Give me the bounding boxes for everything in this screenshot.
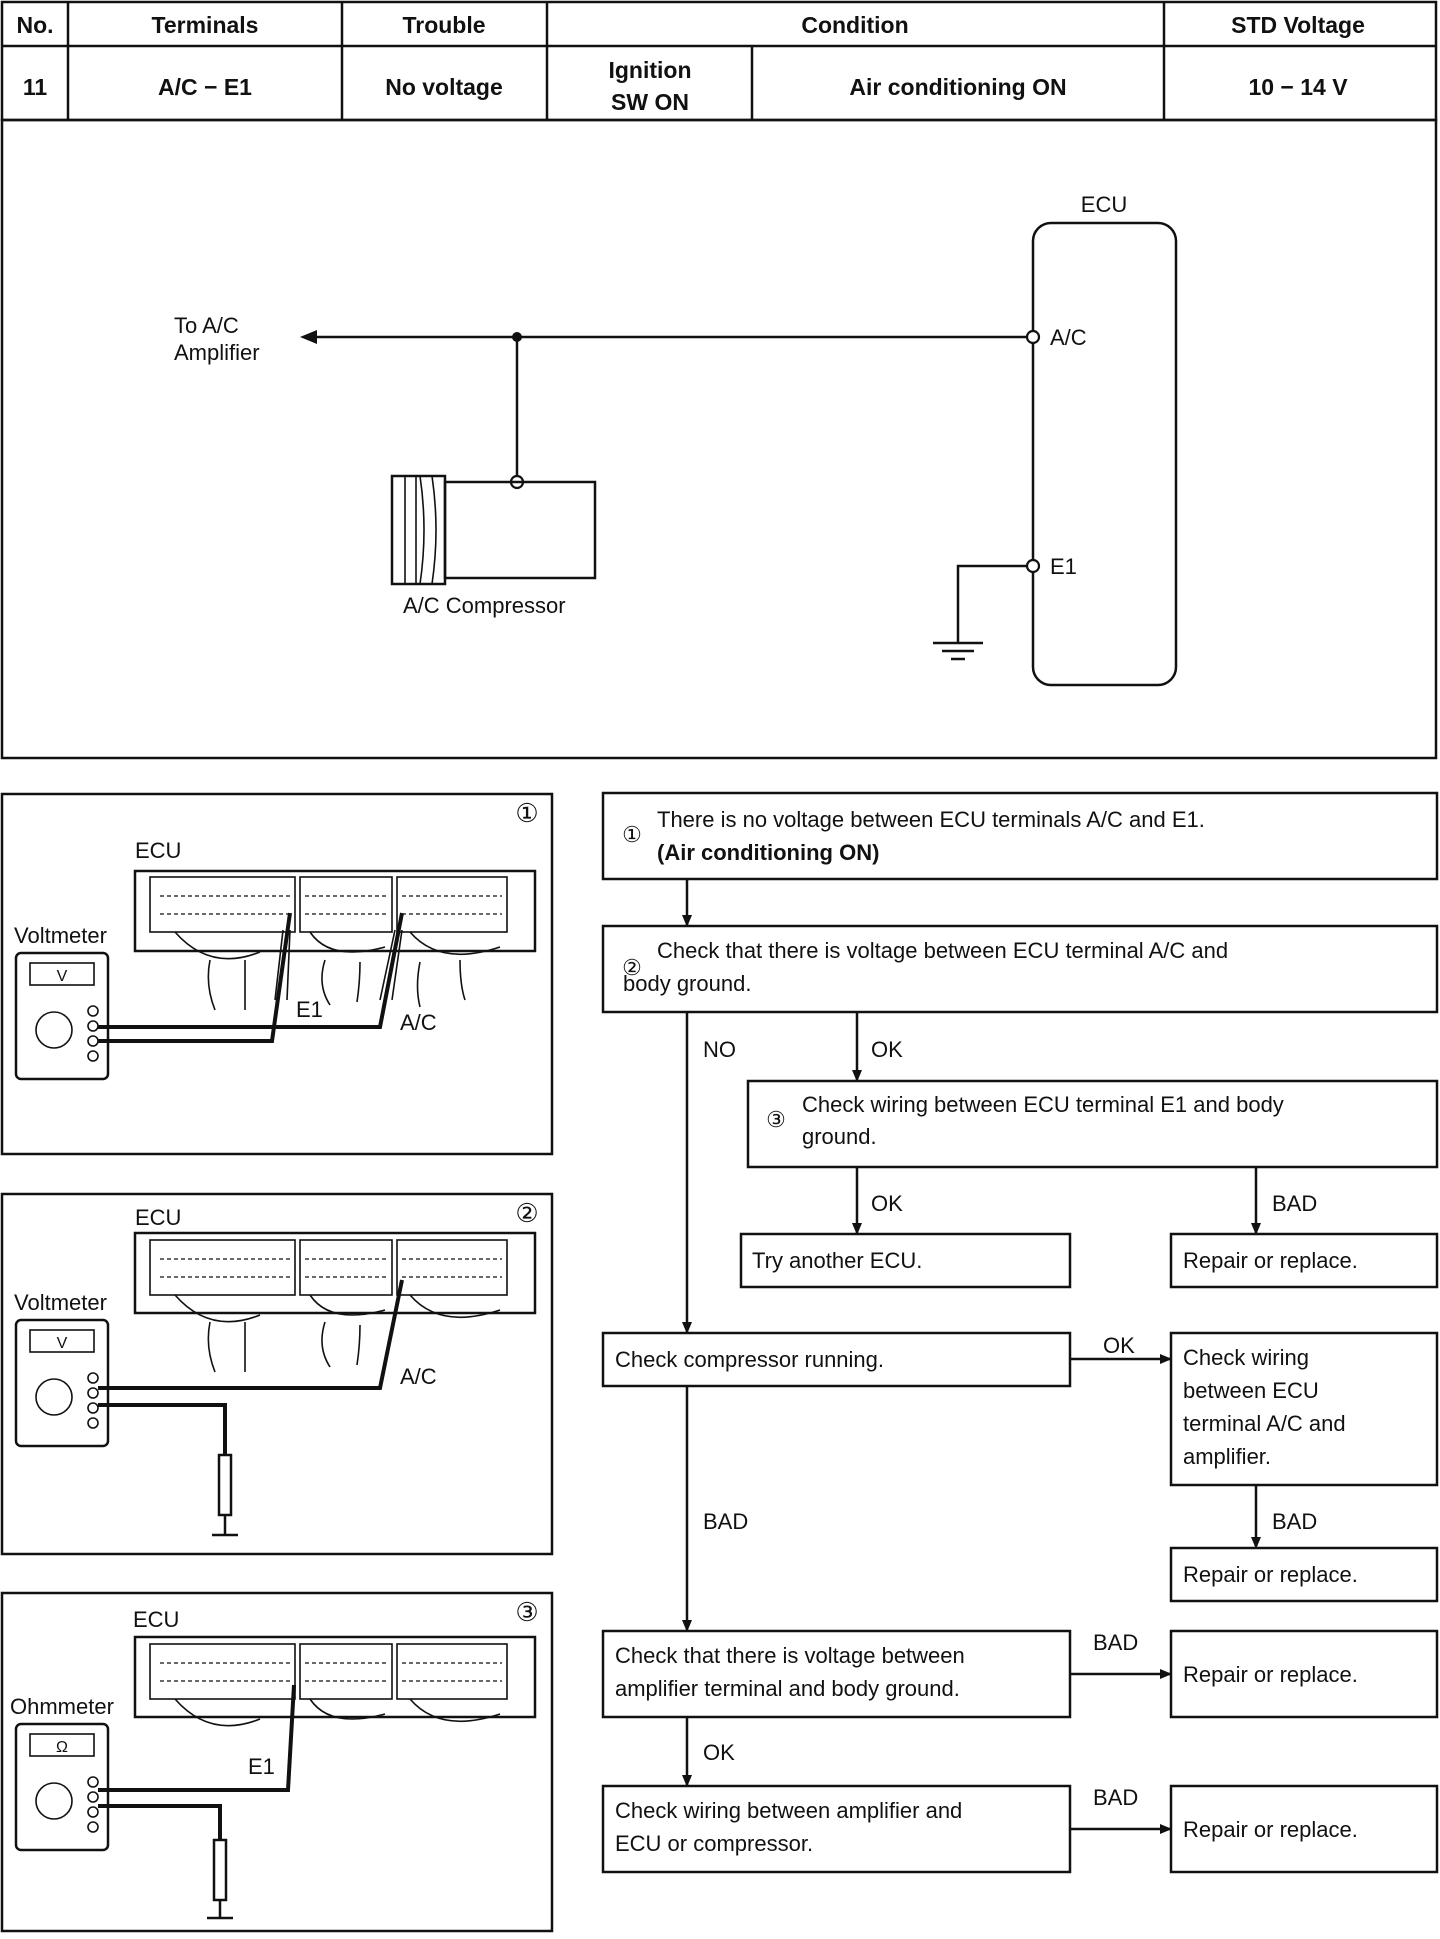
check-wiring-amp-line2: between ECU [1183,1378,1319,1403]
test-panel-2: ② ECU Voltmeter V A/C [0,1192,554,1556]
ecu-label: ECU [1081,192,1127,217]
flow-step-2-line1: Check that there is voltage between ECU … [657,938,1228,963]
panel-1-probe-e1: E1 [296,997,323,1022]
panel-2-number: ② [515,1198,538,1228]
amp-label-line1: To A/C [174,313,239,338]
panel-3-probe-e1: E1 [248,1754,275,1779]
panel-3-meter-face: Ω [56,1739,68,1756]
repair-box-3 [1169,1629,1439,1719]
ecu-connector-icon [133,1231,537,1373]
repair-text-3: Repair or replace. [1183,1662,1358,1687]
cell-trouble: No voltage [385,74,503,100]
flow-label-no: NO [703,1037,736,1062]
ac-compressor-icon [390,474,597,586]
circuit-diagram: ECU A/C To A/C Amplifier A/C Compressor … [0,118,1438,760]
check-wiring-amp-line4: amplifier. [1183,1444,1271,1469]
flow-step-1-number: ① [622,822,642,847]
flow-label-ok-2: OK [871,1191,903,1216]
repair-box-4 [1169,1784,1439,1874]
repair-box-2 [1169,1546,1439,1603]
check-wiring-amp-line1: Check wiring [1183,1345,1309,1370]
ac-terminal-label: A/C [1050,325,1087,350]
check-wiring-final-line1: Check wiring between amplifier and [615,1798,962,1823]
test-panel-3: ③ ECU Ohmmeter Ω E1 [0,1591,554,1933]
flow-label-ok-3: OK [1103,1333,1135,1358]
troubleshooting-flowchart: ① There is no voltage between ECU termin… [601,791,1439,1874]
check-amp-voltage-line2: amplifier terminal and body ground. [615,1676,960,1701]
panel-1-meter-face: V [57,968,68,985]
header-trouble: Trouble [402,12,485,38]
cell-condition-ac-on: Air conditioning ON [849,74,1066,100]
e1-terminal-label: E1 [1050,554,1077,579]
check-amp-voltage-line1: Check that there is voltage between [615,1643,965,1668]
panel-3-ecu-label: ECU [133,1607,179,1632]
ac-terminal-dot [1025,329,1041,345]
flow-label-bad-2: BAD [1272,1509,1317,1534]
cell-std-voltage: 10 − 14 V [1248,74,1348,100]
flow-step-3-line2: ground. [802,1124,877,1149]
spec-table: No. Terminals Trouble Condition STD Volt… [0,0,1438,122]
cell-condition-sw-on: SW ON [611,89,689,115]
try-another-ecu-text: Try another ECU. [752,1248,922,1273]
cell-no: 11 [23,74,48,100]
flow-step-2-number: ② [622,955,642,980]
flow-label-bad-3: BAD [703,1509,748,1534]
flow-label-ok-1: OK [871,1037,903,1062]
panel-3-number: ③ [515,1597,538,1627]
flow-step-3-number: ③ [766,1107,786,1132]
flow-step-2-box [601,924,1439,1014]
panel-3-meter-label: Ohmmeter [10,1694,114,1719]
voltmeter-icon [14,1318,110,1448]
check-compressor-box [601,1331,1072,1388]
arrow-to-amplifier-icon [300,330,317,344]
flow-label-bad-4: BAD [1093,1630,1138,1655]
panel-1-ecu-label: ECU [135,838,181,863]
cell-condition-ignition: Ignition [608,57,691,83]
header-condition: Condition [801,12,908,38]
e1-terminal-dot [1025,558,1041,574]
repair-text-1: Repair or replace. [1183,1248,1358,1273]
flow-step-3-box [746,1079,1439,1169]
panel-1-probe-ac: A/C [400,1010,437,1035]
flow-step-1-line1: There is no voltage between ECU terminal… [657,807,1205,832]
repair-text-2: Repair or replace. [1183,1562,1358,1587]
check-wiring-amp-line3: terminal A/C and [1183,1411,1346,1436]
check-wiring-final-line2: ECU or compressor. [615,1831,813,1856]
compressor-label: A/C Compressor [403,593,566,618]
panel-1-meter-label: Voltmeter [14,923,107,948]
repair-text-4: Repair or replace. [1183,1817,1358,1842]
header-std-voltage: STD Voltage [1231,12,1365,38]
ecu-block [1031,221,1178,687]
flow-label-bad-5: BAD [1093,1785,1138,1810]
ground-symbol-icon [933,641,983,661]
check-compressor-text: Check compressor running. [615,1347,884,1372]
test-panel-1: ① ECU Voltmeter V E1 A/C [0,792,554,1156]
panel-2-probe-ac: A/C [400,1364,437,1389]
check-wiring-amp-box [1169,1331,1439,1487]
check-wiring-final-box [601,1784,1072,1874]
panel-1-number: ① [515,798,538,828]
flow-label-bad-1: BAD [1272,1191,1317,1216]
panel-2-meter-label: Voltmeter [14,1290,107,1315]
flow-step-1-line2: (Air conditioning ON) [657,840,879,865]
ohmmeter-icon [14,1722,110,1852]
cell-terminals: A/C − E1 [158,74,252,100]
try-another-ecu-box [739,1232,1072,1289]
ecu-connector-icon [133,1635,537,1727]
repair-box-1 [1169,1232,1439,1289]
header-terminals: Terminals [152,12,259,38]
flow-label-ok-4: OK [703,1740,735,1765]
flow-step-1-box [601,791,1439,881]
amp-label-line2: Amplifier [174,340,260,365]
flow-step-2-line2: body ground. [623,971,751,996]
ecu-connector-icon [133,869,537,1011]
header-no: No. [16,12,53,38]
flow-step-3-line1: Check wiring between ECU terminal E1 and… [802,1092,1284,1117]
panel-2-ecu-label: ECU [135,1205,181,1230]
panel-2-meter-face: V [57,1335,68,1352]
